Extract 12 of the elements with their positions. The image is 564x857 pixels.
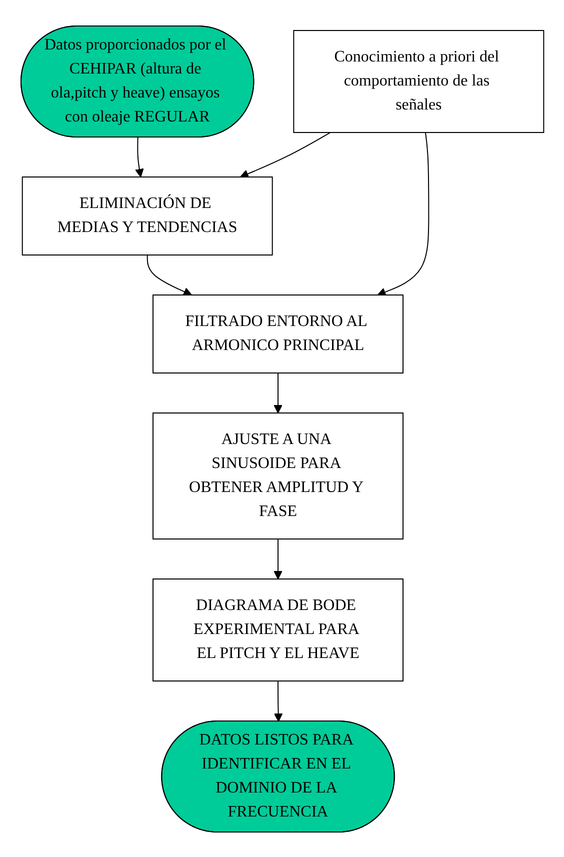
- node-box: FILTRADO ENTORNO AL ARMONICO PRINCIPAL: [152, 294, 404, 373]
- arrow: [240, 132, 331, 178]
- node-box: Conocimiento a priori del comportamiento de las señales: [292, 30, 544, 132]
- node-box: AJUSTE A UNA SINUSOIDE PARA OBTENER AMPLITUD Y FASE: [152, 412, 404, 539]
- node-box: DIAGRAMA DE BODE EXPERIMENTAL PARA EL PITCH Y EL HEAVE: [152, 578, 404, 681]
- arrow: [273, 372, 282, 413]
- arrow: [134, 136, 144, 177]
- arrow: [376, 132, 429, 296]
- arrow: [273, 538, 282, 579]
- arrow: [146, 254, 192, 296]
- arrow: [274, 680, 282, 722]
- node-box: ELIMINACIÓN DE MEDIAS Y TENDENCIAS: [22, 176, 272, 255]
